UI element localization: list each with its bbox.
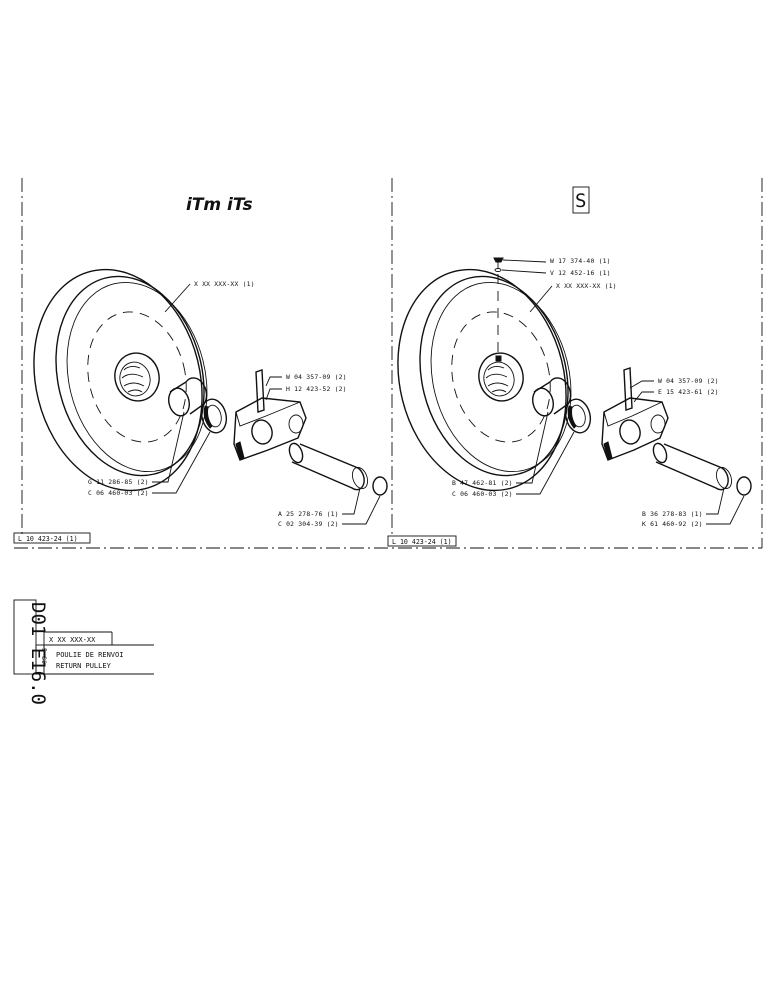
right-model-badge: S	[575, 190, 586, 212]
left-reference-text: L 10 423-24 (1)	[18, 535, 78, 543]
title-block: D01 E16.0 5-80 X XX XXX-XX POULIE DE REN…	[13, 599, 154, 705]
right-pin	[623, 367, 633, 411]
label-left-pin: W 04 357-09 (2)	[286, 373, 347, 381]
label-left-wheel: X XX XXX-XX (1)	[194, 280, 255, 288]
sheet-code: D01 E16.0	[27, 602, 49, 705]
label-right-screw: W 17 374-40 (1)	[550, 257, 611, 265]
right-seal-ring	[564, 398, 592, 434]
left-panel: iTm iTs	[13, 195, 388, 544]
label-left-cap: C 02 304-39 (2)	[278, 520, 339, 528]
label-right-bushing: B 47 462-81 (2)	[452, 479, 513, 487]
label-right-axle: B 36 278-83 (1)	[642, 510, 703, 518]
right-bracket	[601, 397, 669, 461]
left-bracket	[233, 397, 307, 461]
left-pin	[255, 369, 265, 413]
label-right-pin: W 04 357-09 (2)	[658, 377, 719, 385]
right-model-badge-frame	[572, 186, 590, 214]
right-idler-wheel	[397, 268, 572, 492]
left-idler-wheel	[33, 268, 208, 492]
label-left-bushing: G 11 286-85 (2)	[88, 478, 149, 486]
left-reference-box: L 10 423-24 (1)	[13, 532, 91, 544]
label-right-bracket: E 15 423-61 (2)	[658, 388, 719, 396]
left-leaders	[152, 283, 381, 525]
left-seal-ring	[200, 398, 228, 434]
label-right-cap: K 61 460-92 (2)	[642, 520, 703, 528]
title-french: POULIE DE RENVOI	[56, 651, 123, 659]
right-cap	[736, 476, 752, 496]
right-washer	[494, 268, 502, 272]
label-right-seal: C 06 460-03 (2)	[452, 490, 513, 498]
right-reference-box: L 10 423-24 (1)	[387, 535, 457, 547]
label-left-seal: C 06 460-03 (2)	[88, 489, 149, 497]
right-reference-text: L 10 423-24 (1)	[392, 538, 452, 546]
right-leaders	[501, 259, 745, 525]
left-axle	[288, 442, 369, 491]
left-model-badge: iTm iTs	[186, 195, 253, 215]
title-english: RETURN PULLEY	[56, 662, 112, 670]
label-right-washer: V 12 452-16 (1)	[550, 269, 611, 277]
right-axle	[652, 442, 733, 491]
label-right-wheel: X XX XXX-XX (1)	[556, 282, 617, 290]
left-cap	[372, 476, 388, 496]
right-screw	[493, 257, 504, 358]
label-left-axle: A 25 278-76 (1)	[278, 510, 339, 518]
right-panel: S	[387, 186, 752, 547]
part-number: X XX XXX-XX	[49, 636, 96, 644]
drawing-frame	[14, 178, 763, 549]
label-left-bracket: H 12 423-52 (2)	[286, 385, 347, 393]
